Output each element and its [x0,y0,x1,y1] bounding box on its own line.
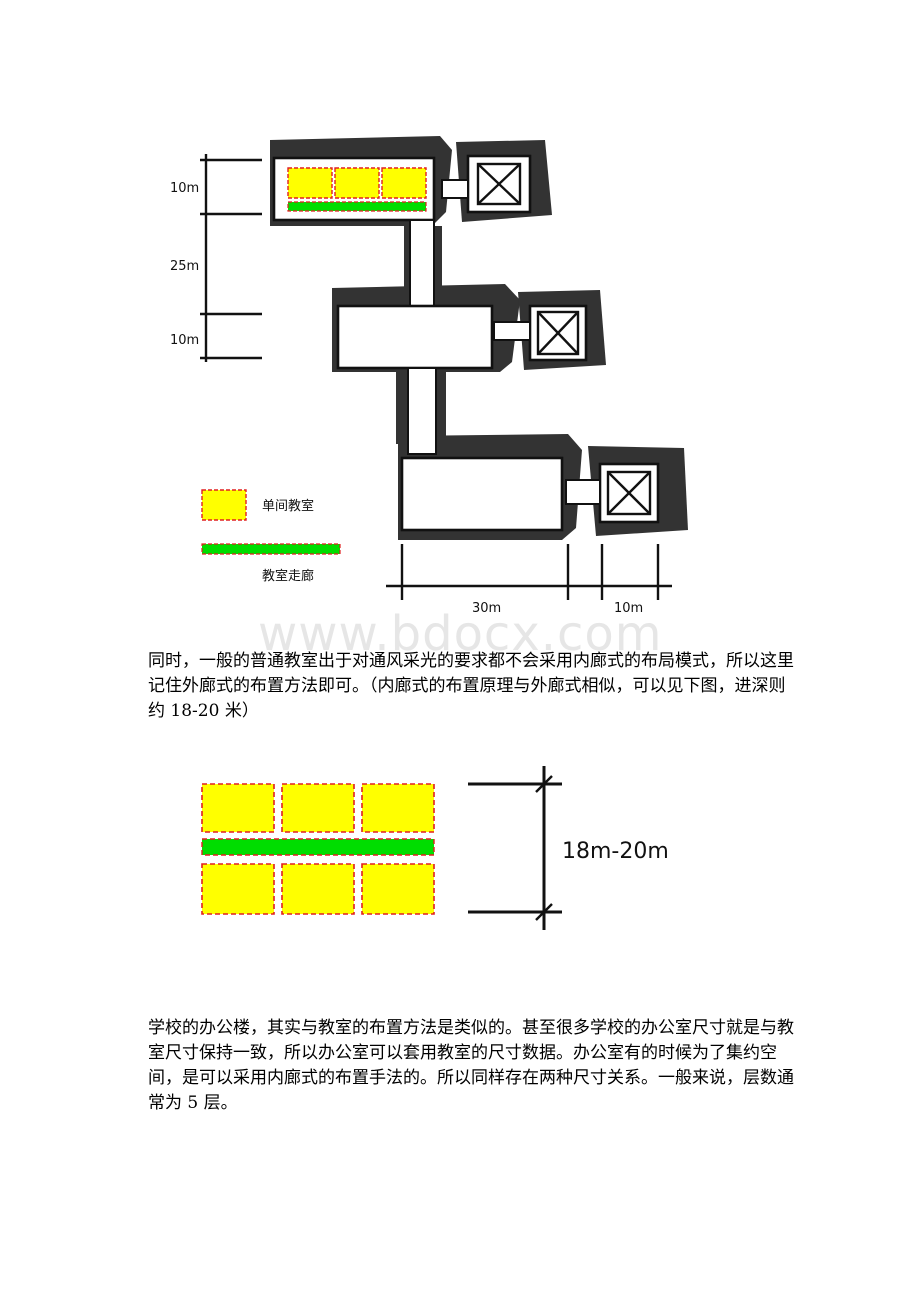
watermark: www.bdocx.com [258,606,663,662]
link-2 [493,321,531,341]
classroom-1b [334,167,380,199]
site-layout-figure: 10m 25m 10m 30m 10m 单间教室 教室走廊 18m-20m [170,136,688,930]
legend-corridor-swatch [201,543,341,555]
link-1 [441,179,469,199]
classroom-bottom-3 [361,863,435,915]
building-3 [400,456,564,532]
connector-2 [407,367,437,455]
classroom-top-1 [201,783,275,833]
inner-corridor-figure: 18m-20m [201,766,669,930]
classroom-top-2 [281,783,355,833]
connector-1 [409,219,435,307]
dim-label-25m: 25m [170,259,199,274]
legend-classroom-swatch [201,489,247,521]
paragraph-office-building: 学校的办公楼，其实与教室的布置方法是类似的。甚至很多学校的办公室尺寸就是与教室尺… [148,1018,794,1113]
dim-label-depth: 18m-20m [562,839,669,864]
dim-label-10m-bottom: 10m [170,333,199,348]
classroom-1c [381,167,427,199]
dim-label-10m-top: 10m [170,181,199,196]
legend-classroom-label: 单间教室 [262,498,314,514]
classroom-top-3 [361,783,435,833]
classroom-bottom-1 [201,863,275,915]
legend-corridor-label: 教室走廊 [262,568,314,584]
classroom-1a [287,167,333,199]
paragraph-corridor-note: 同时，一般的普通教室出于对通风采光的要求都不会采用内廊式的布局模式，所以这里记住… [148,651,794,721]
corridor-1 [287,201,427,212]
dim-label-30m: 30m [472,601,501,616]
classroom-bottom-2 [281,863,355,915]
dim-label-10m-right: 10m [614,601,643,616]
link-3 [565,479,601,505]
building-2 [336,304,494,370]
inner-corridor [201,838,435,856]
